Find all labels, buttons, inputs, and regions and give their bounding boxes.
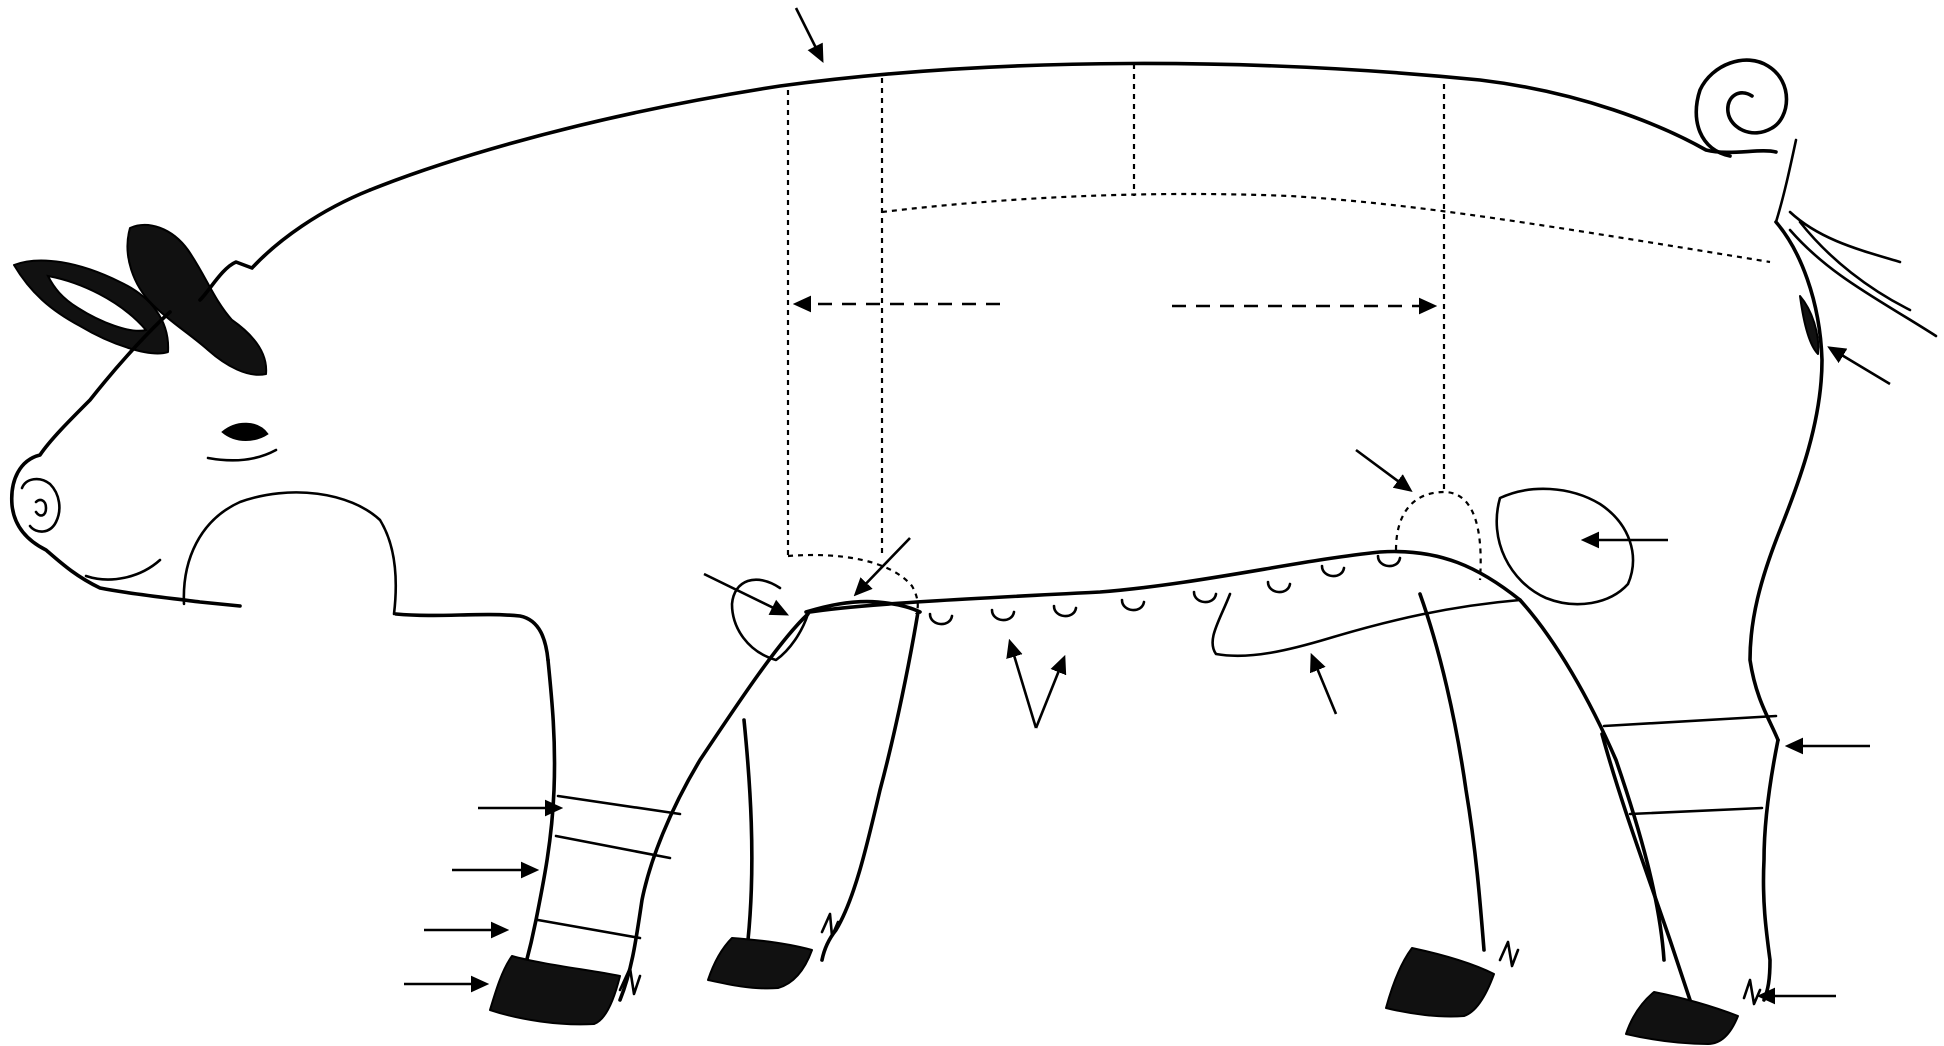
- hind-band-1: [1604, 716, 1776, 726]
- hind-leg-far-back: [1520, 600, 1664, 960]
- teat: [992, 610, 1014, 620]
- underline: [810, 551, 1520, 612]
- cut-line-horizontal: [882, 194, 1770, 262]
- flank-pocket: [1213, 594, 1520, 656]
- elbow-patch: [732, 580, 808, 660]
- arrow-elbow-left: [704, 574, 786, 614]
- forehead-line: [200, 190, 370, 300]
- teat: [1194, 592, 1216, 602]
- front-leg-far-back: [822, 612, 918, 960]
- callout-arrows: [404, 8, 1890, 996]
- front-leg-near-back: [620, 614, 808, 1000]
- eyelid: [208, 450, 276, 460]
- pig-body: [370, 60, 1936, 740]
- ham-patch: [1497, 489, 1633, 604]
- snout-nostril: [36, 500, 46, 515]
- arrow-flank: [1312, 656, 1336, 714]
- jowl: [184, 492, 396, 614]
- foreleg-band-3: [538, 920, 640, 938]
- rump: [1750, 222, 1822, 740]
- foreleg-band-2: [556, 836, 670, 858]
- hind-leg-near-front: [1602, 734, 1700, 1030]
- foreleg-band-1: [558, 796, 680, 814]
- teats: [930, 556, 1400, 624]
- teat: [1378, 556, 1400, 566]
- hind-leg-far-front: [1420, 594, 1484, 950]
- arrow-top-back: [796, 8, 822, 60]
- hind-dewclaw-near: [1744, 980, 1760, 1004]
- front-hoof-near: [490, 956, 620, 1024]
- hind-leg-near-back: [1763, 740, 1778, 1000]
- arrow-stifle: [1356, 450, 1410, 490]
- tail-curl: [1696, 60, 1786, 156]
- hind-band-2: [1630, 808, 1762, 814]
- cut-lines: [788, 64, 1770, 614]
- belly-line: [396, 614, 548, 660]
- teat: [1122, 600, 1144, 610]
- hind-hoof-near: [1626, 992, 1738, 1044]
- arrow-teats-right: [1036, 658, 1064, 728]
- pig-head: [12, 190, 396, 614]
- teat: [930, 614, 952, 624]
- mouth-line: [86, 560, 160, 579]
- teat: [1268, 582, 1290, 592]
- arrow-elbow-right: [856, 538, 910, 594]
- teat: [1322, 566, 1344, 576]
- snout-inner: [22, 479, 59, 532]
- hind-hoof-far: [1386, 948, 1494, 1017]
- arrow-teats-left: [1010, 642, 1036, 728]
- hind-dewclaw-far: [1500, 942, 1518, 966]
- head-outline: [12, 312, 240, 606]
- front-legs: [490, 612, 918, 1024]
- arrow-tail-base: [1830, 348, 1890, 384]
- hind-legs: [1386, 594, 1778, 1044]
- front-leg-far: [744, 720, 752, 940]
- teat: [1054, 606, 1076, 616]
- topline: [370, 63, 1776, 190]
- eye: [222, 423, 268, 440]
- front-hoof-far: [708, 938, 812, 988]
- tail-switch: [1776, 140, 1936, 336]
